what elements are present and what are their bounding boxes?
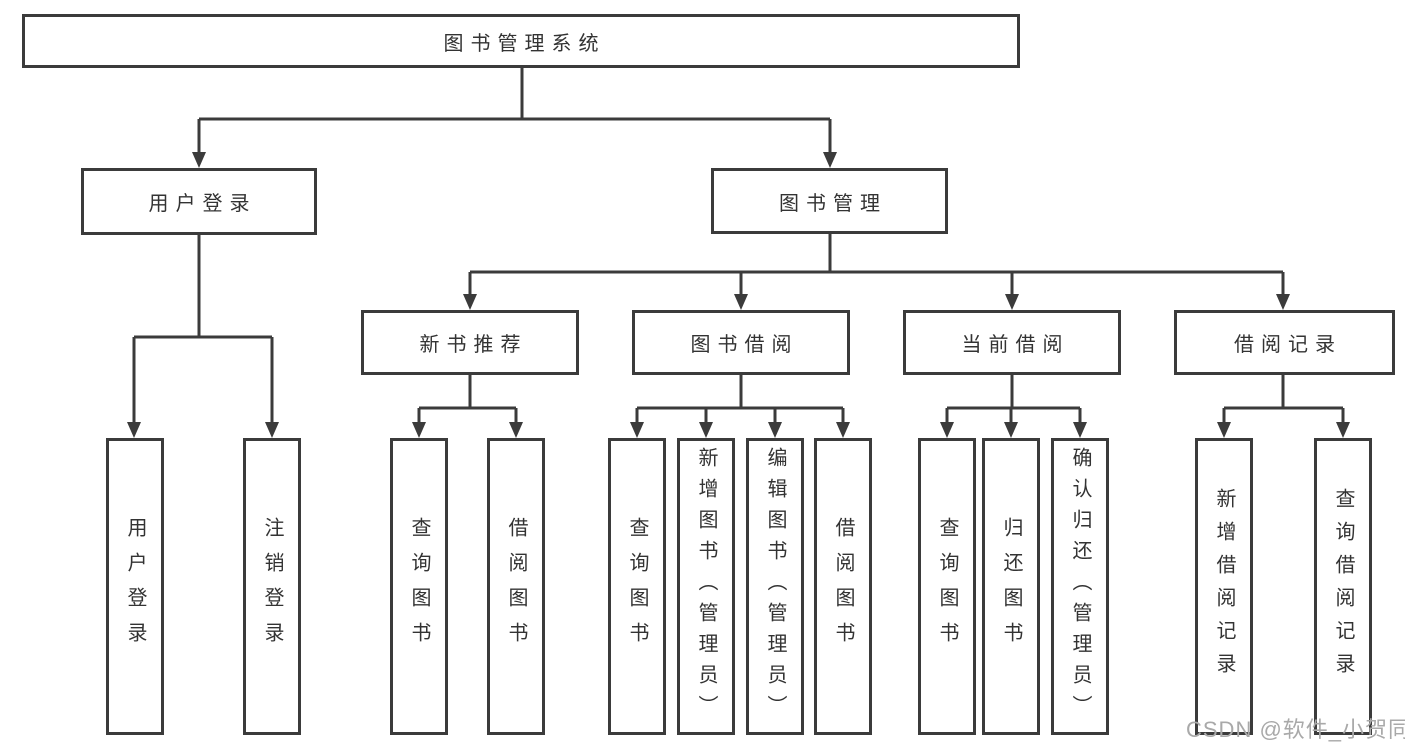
leaf-query-books-recommend-label: 查询图书 xyxy=(408,516,430,657)
leaf-user-login-label: 用户登录 xyxy=(124,516,146,657)
leaf-edit-books-admin: 编辑图书（管理员） xyxy=(746,438,804,735)
leaf-confirm-return-admin: 确认归还（管理员） xyxy=(1051,438,1109,735)
arrowhead-user-login xyxy=(192,152,206,168)
node-book-management-label: 图书管理 xyxy=(779,192,887,215)
arrowhead-borrow-records xyxy=(1276,294,1290,310)
leaf-return-books-label: 归还图书 xyxy=(1000,516,1022,657)
node-new-book-recommend-label: 新书推荐 xyxy=(419,334,528,356)
leaf-add-books-admin: 新增图书（管理员） xyxy=(677,438,735,735)
arrowhead-leaf-user-login xyxy=(127,422,141,438)
arrowhead-book-borrow xyxy=(734,294,748,310)
leaf-borrow-books-recommend-label: 借阅图书 xyxy=(505,516,527,657)
leaf-borrow-books-borrowing-label: 借阅图书 xyxy=(832,516,854,657)
connector-book-mgmt-children xyxy=(468,234,1285,295)
leaf-add-borrow-record-label: 新增借阅记录 xyxy=(1213,487,1235,686)
leaf-query-books-current-label: 查询图书 xyxy=(936,516,958,657)
connector-user-login-children xyxy=(132,235,274,423)
arrowhead-edit-book xyxy=(768,422,782,438)
node-root-label: 图书管理系统 xyxy=(443,32,606,55)
arrowhead-book-mgmt xyxy=(823,152,837,168)
arrowhead-new-book-rec xyxy=(463,294,477,310)
leaf-edit-books-admin-label: 编辑图书（管理员） xyxy=(764,447,786,726)
leaf-query-books-current: 查询图书 xyxy=(918,438,976,735)
connector-current-borrow-children xyxy=(945,375,1082,423)
arrowhead-query-borrow-record xyxy=(1336,422,1350,438)
connector-borrow-records-children xyxy=(1222,375,1345,423)
arrowhead-add-book xyxy=(699,422,713,438)
arrowhead-query-book-3 xyxy=(940,422,954,438)
arrowhead-query-book-1 xyxy=(412,422,426,438)
leaf-query-books-recommend: 查询图书 xyxy=(390,438,448,735)
leaf-query-books-borrowing-label: 查询图书 xyxy=(626,516,648,657)
node-root-library-system: 图书管理系统 xyxy=(22,14,1020,68)
node-user-login: 用户登录 xyxy=(81,168,317,235)
leaf-query-borrow-record: 查询借阅记录 xyxy=(1314,438,1372,735)
leaf-return-books: 归还图书 xyxy=(982,438,1040,735)
leaf-logout: 注销登录 xyxy=(243,438,301,735)
connector-new-book-rec-children xyxy=(417,375,518,423)
arrowhead-add-borrow-record xyxy=(1217,422,1231,438)
node-borrowing-records: 借阅记录 xyxy=(1174,310,1395,375)
arrowhead-borrow-book-1 xyxy=(509,422,523,438)
node-user-login-label: 用户登录 xyxy=(148,193,257,215)
node-current-borrowing: 当前借阅 xyxy=(903,310,1121,375)
arrowhead-return-book xyxy=(1004,422,1018,438)
connector-book-borrow-children xyxy=(635,375,845,423)
leaf-confirm-return-admin-label: 确认归还（管理员） xyxy=(1069,447,1091,726)
node-book-borrowing: 图书借阅 xyxy=(632,310,850,375)
arrowhead-query-book-2 xyxy=(630,422,644,438)
node-borrowing-records-label: 借阅记录 xyxy=(1234,334,1342,356)
node-new-book-recommend: 新书推荐 xyxy=(361,310,579,375)
arrowhead-current-borrow xyxy=(1005,294,1019,310)
leaf-query-books-borrowing: 查询图书 xyxy=(608,438,666,735)
arrowhead-confirm-return xyxy=(1073,422,1087,438)
leaf-logout-label: 注销登录 xyxy=(261,516,283,657)
leaf-user-login: 用户登录 xyxy=(106,438,164,735)
arrowhead-leaf-logout xyxy=(265,422,279,438)
leaf-add-borrow-record: 新增借阅记录 xyxy=(1195,438,1253,735)
leaf-query-borrow-record-label: 查询借阅记录 xyxy=(1332,487,1354,686)
node-book-borrowing-label: 图书借阅 xyxy=(690,334,799,356)
leaf-add-books-admin-label: 新增图书（管理员） xyxy=(695,447,717,726)
arrowhead-borrow-book-2 xyxy=(836,422,850,438)
leaf-borrow-books-borrowing: 借阅图书 xyxy=(814,438,872,735)
node-current-borrowing-label: 当前借阅 xyxy=(961,334,1070,356)
connector-root-to-level2 xyxy=(197,67,832,153)
csdn-watermark: CSDN @软件_小贺同学 xyxy=(1186,717,1405,742)
node-book-management: 图书管理 xyxy=(711,168,948,234)
leaf-borrow-books-recommend: 借阅图书 xyxy=(487,438,545,735)
